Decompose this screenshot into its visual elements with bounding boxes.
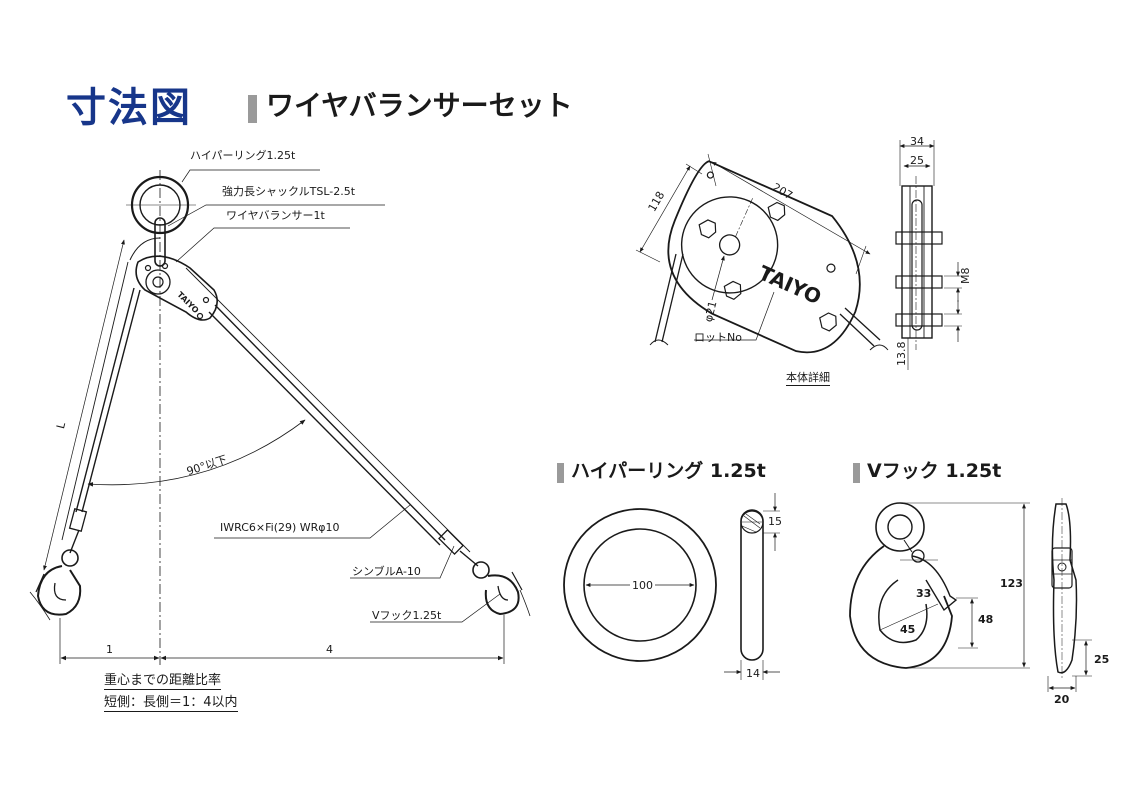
dim-hook-latch: 48 — [978, 613, 994, 626]
dim-hook-bowl: 45 — [900, 623, 916, 636]
dim-hook-tip: 25 — [1094, 653, 1110, 666]
note-ratio-value: 短側：長側＝1：4以内 — [104, 695, 238, 712]
hyper-ring-drawing — [563, 493, 780, 680]
dim-ring-section: 15 — [768, 515, 782, 528]
taiyo-logo-small: TAIYO — [175, 290, 200, 315]
label-vhook: Vフック1.25t — [372, 609, 442, 622]
ratio-short: 1 — [106, 643, 113, 656]
dim-ring-thickness: 14 — [746, 667, 760, 680]
body-detail-caption: 本体詳細 — [786, 371, 830, 386]
label-balancer: ワイヤバランサー1t — [226, 209, 325, 222]
dim-bottom: 13.8 — [895, 341, 908, 367]
dim-hook-height: 123 — [1000, 577, 1023, 590]
dim-bolt: M8 — [959, 267, 972, 285]
page-title: 寸法図 — [66, 85, 192, 131]
dim-hook-throat: 33 — [916, 587, 932, 600]
ratio-long: 4 — [326, 643, 333, 656]
assembly-drawing — [29, 169, 531, 665]
dim-ring-inner: 100 — [630, 579, 655, 592]
hyper-ring-shape — [130, 175, 190, 235]
body-detail-drawing — [635, 140, 962, 370]
label-lot-number: ロットNo — [694, 331, 742, 344]
label-rope: IWRC6×Fi(29) WRφ10 — [220, 521, 340, 534]
hyper-ring-section-title: ハイパーリング 1.25t — [557, 462, 766, 483]
label-shackle: 強力長シャックルTSL-2.5t — [222, 185, 356, 198]
dim-hook-width: 20 — [1054, 693, 1070, 706]
page-subtitle: ワイヤバランサーセット — [248, 92, 573, 123]
balancer-shape — [135, 255, 218, 321]
vhook-section-title: Vフック 1.25t — [853, 462, 1001, 483]
label-thimble: シンブルA-10 — [352, 565, 421, 578]
dim-width-outer: 34 — [910, 135, 924, 148]
note-ratio-title: 重心までの距離比率 — [104, 673, 222, 690]
taiyo-logo: TAIYO — [755, 261, 825, 310]
label-hyper-ring: ハイパーリング1.25t — [190, 149, 296, 162]
shackle-shape — [154, 217, 166, 267]
svg-text:TAIYO: TAIYO — [175, 290, 200, 315]
vhook-drawing — [849, 498, 1092, 692]
dim-width-inner: 25 — [910, 154, 924, 167]
svg-text:TAIYO: TAIYO — [755, 261, 825, 310]
